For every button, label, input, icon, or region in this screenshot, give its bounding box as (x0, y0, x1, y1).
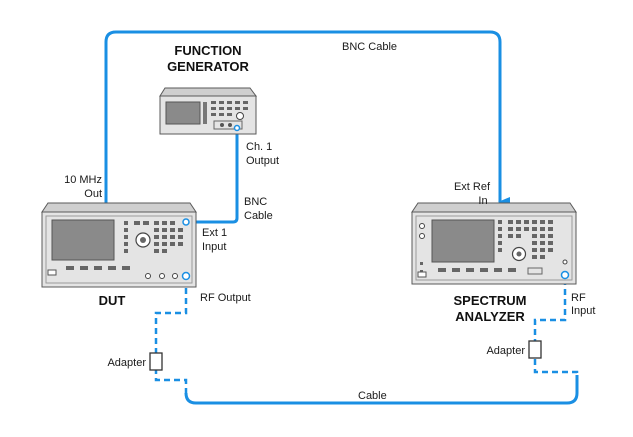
rf-cable-solid (184, 375, 579, 405)
rf-adapter-left-dashed (154, 288, 188, 395)
ch1-output-label-line1: Ch. 1 (246, 141, 272, 153)
function-generator-title-line2: GENERATOR (167, 59, 249, 74)
ref-out-label-line1: 10 MHz (64, 174, 102, 186)
spectrum-analyzer-title-line2: ANALYZER (455, 309, 525, 324)
bnc-cable-mid-label-line2: Cable (244, 210, 273, 222)
ext1-input-label-line1: Ext 1 (202, 227, 227, 239)
rf-output-label: RF Output (200, 292, 251, 304)
ext1-input-label-line2: Input (202, 241, 226, 253)
cables (104, 30, 579, 405)
bnc-cable-top-label: BNC Cable (342, 41, 397, 53)
ext-ref-label-line1: Ext Ref (454, 181, 491, 193)
rf-input-label-line1: RF (571, 292, 586, 304)
ref-out-label-line2: Out (84, 188, 102, 200)
bnc-cable-ch1 (188, 133, 239, 224)
adapter-icon (528, 340, 542, 359)
bnc-cable-mid-label-line1: BNC (244, 196, 267, 208)
dut-instrument-icon (41, 202, 197, 288)
adapter-left-label: Adapter (107, 357, 146, 369)
function-generator-icon (159, 87, 257, 135)
spectrum-analyzer-title-line1: SPECTRUM (454, 293, 527, 308)
adapter-right-label: Adapter (486, 345, 525, 357)
bnc-cable-reference (104, 30, 510, 207)
rf-cable-label: Cable (358, 390, 387, 402)
spectrum-analyzer-icon (411, 202, 577, 285)
rf-input-label-line2: Input (571, 305, 595, 317)
dut-title: DUT (99, 293, 126, 308)
function-generator-title-line1: FUNCTION (174, 43, 241, 58)
ch1-output-label-line2: Output (246, 155, 279, 167)
ext-ref-label-line2: In (478, 195, 487, 207)
rf-adapter-right-dashed (533, 279, 579, 378)
adapter-icon (149, 352, 163, 371)
